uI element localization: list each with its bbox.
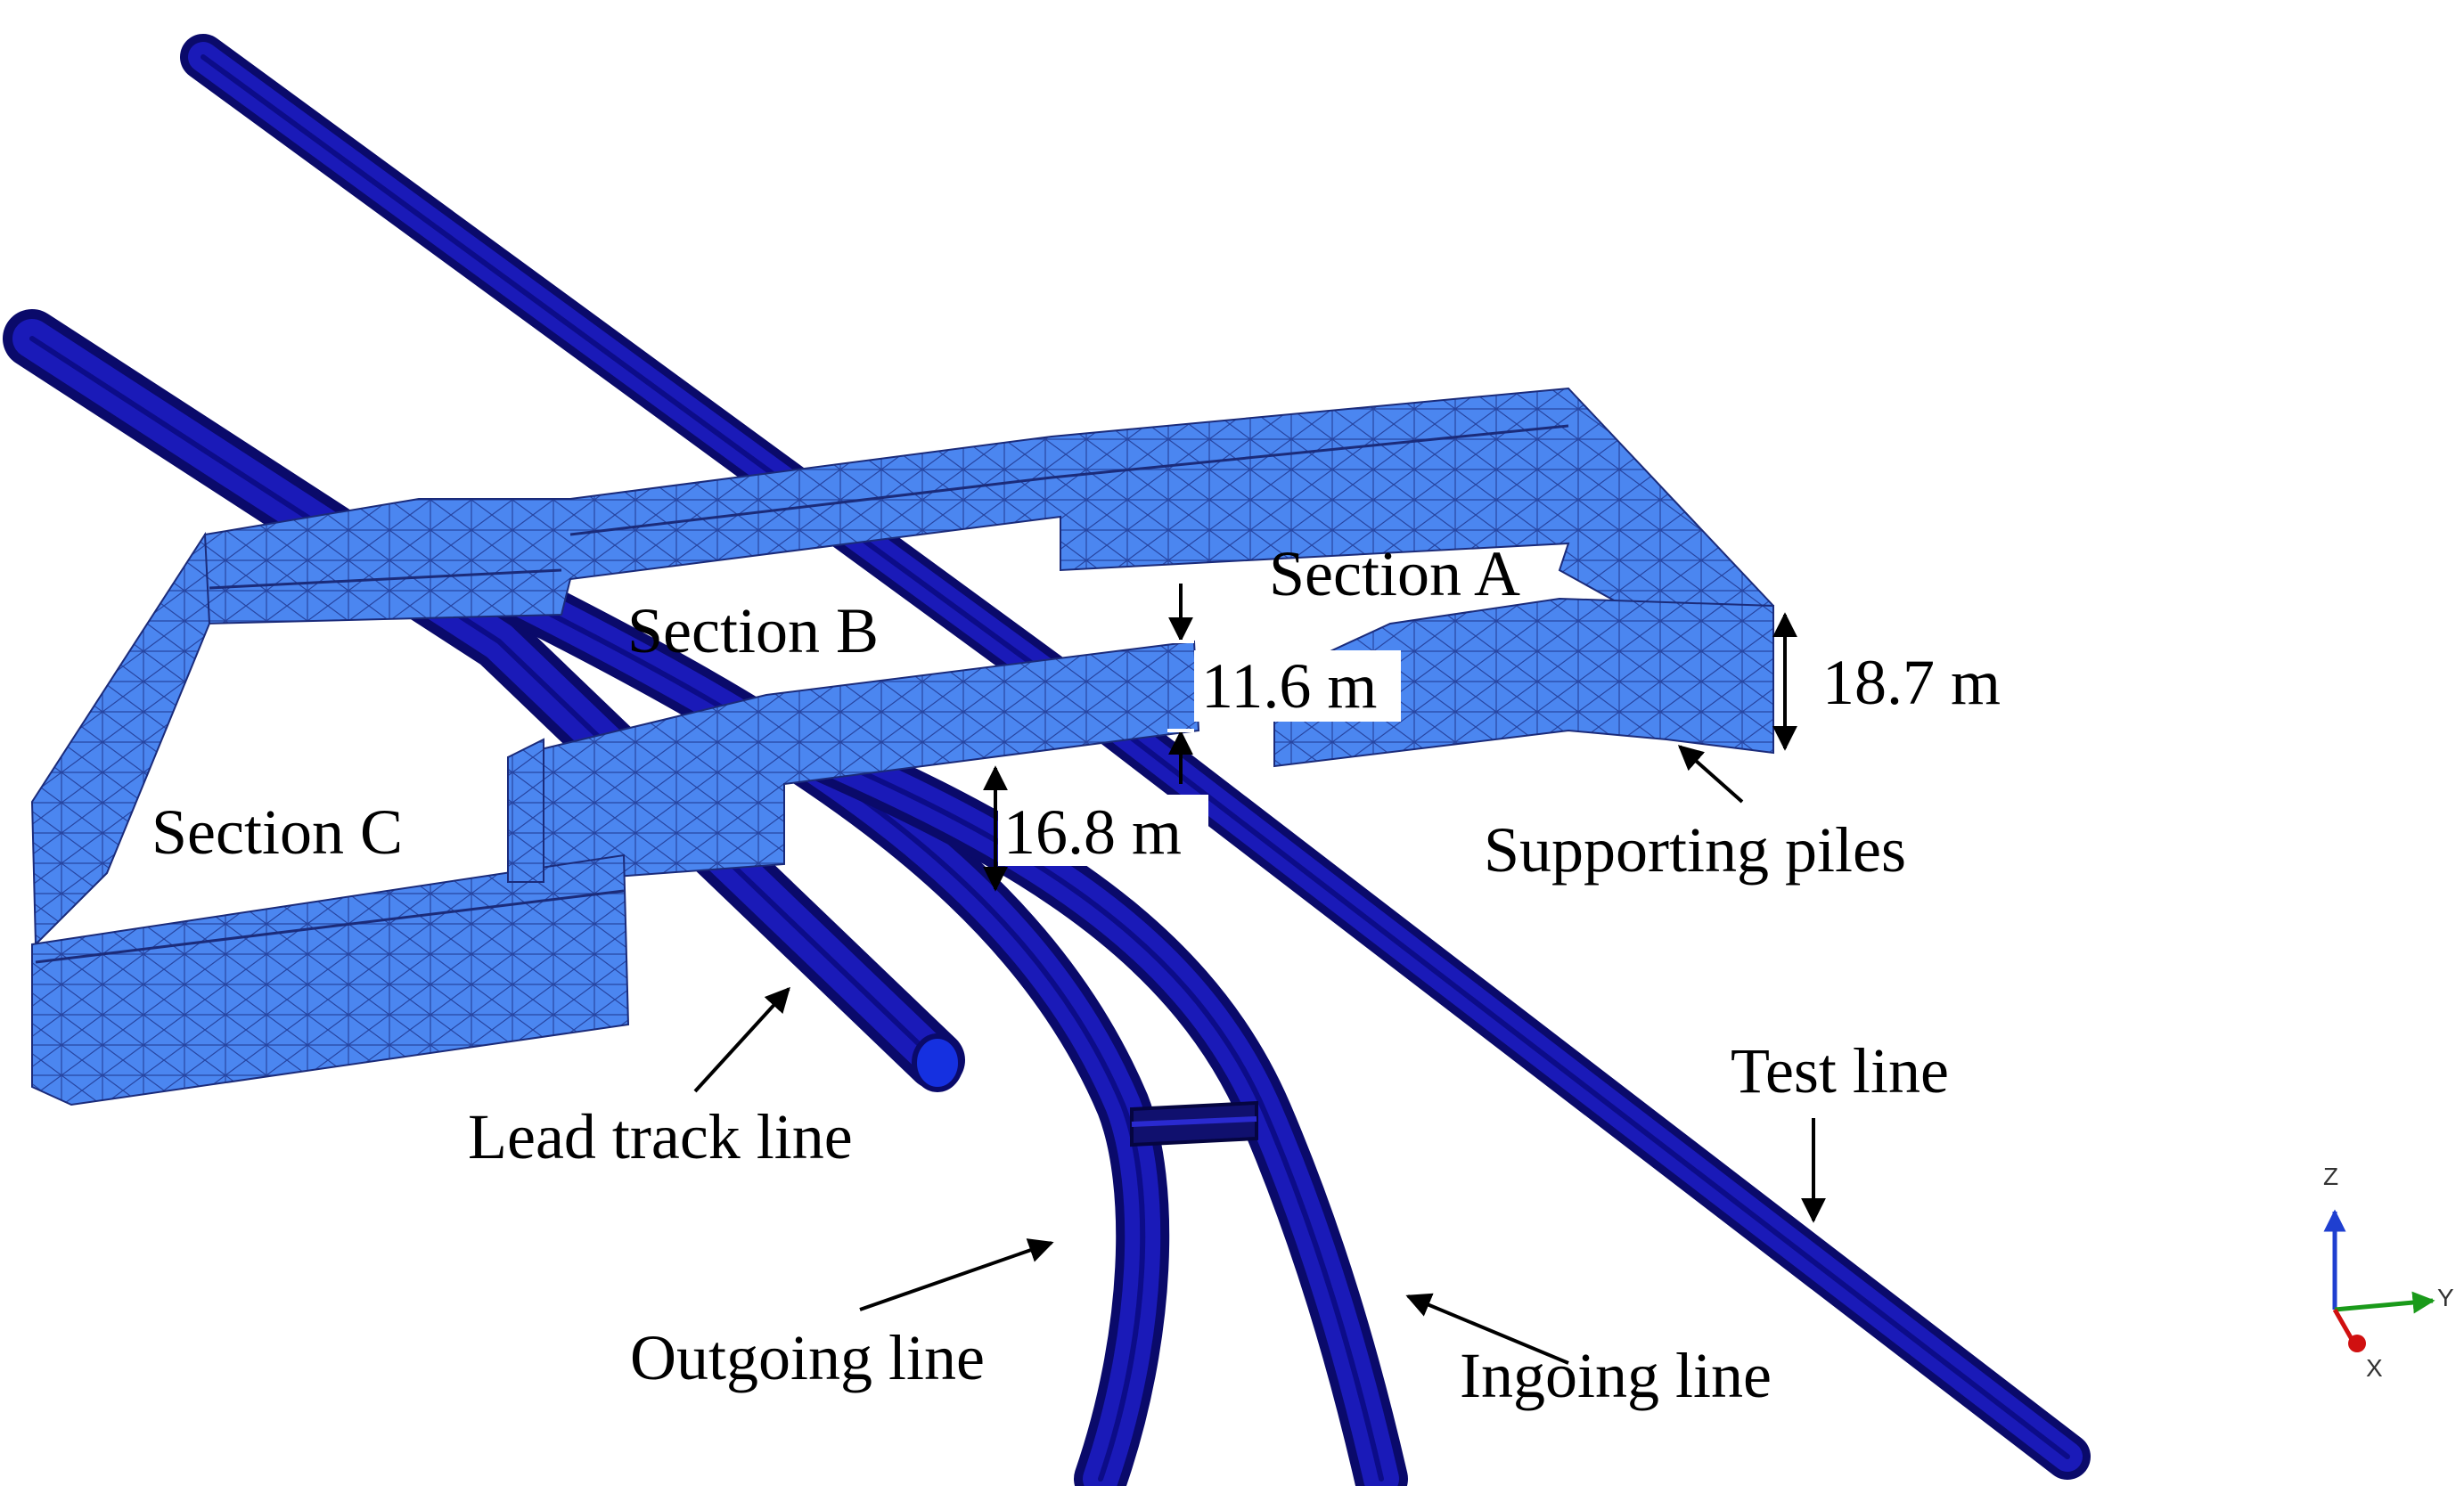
section-c-inner-wall bbox=[507, 738, 544, 883]
y-axis bbox=[2334, 1291, 2435, 1314]
axis-triad: Z Y X bbox=[2323, 1163, 2454, 1382]
supporting-piles-label: Supporting piles bbox=[1484, 814, 1906, 886]
outgoing-line-label: Outgoing line bbox=[630, 1322, 985, 1393]
ingoing-line-arrow bbox=[1405, 1293, 1569, 1365]
y-axis-label: Y bbox=[2437, 1284, 2454, 1311]
supporting-piles-arrow bbox=[1677, 745, 1744, 804]
lead-track-tunnel bbox=[3, 309, 965, 1092]
section-b-label: Section B bbox=[627, 595, 879, 666]
dim-11-6-label: 11.6 m bbox=[1201, 650, 1377, 722]
ingoing-line-tunnel bbox=[740, 704, 1408, 1486]
z-axis-label: Z bbox=[2323, 1163, 2338, 1190]
section-c-front-wall bbox=[31, 853, 630, 1106]
section-c-left-wall bbox=[30, 531, 211, 947]
x-axis-label: X bbox=[2366, 1354, 2383, 1382]
dim-18-7-label: 18.7 m bbox=[1822, 647, 2001, 718]
outgoing-line-arrow bbox=[859, 1238, 1054, 1311]
section-ab-back-wall bbox=[204, 387, 1774, 679]
lead-track-tunnel-end bbox=[912, 1033, 963, 1092]
x-axis bbox=[2332, 1308, 2355, 1343]
section-c-label: Section C bbox=[151, 796, 403, 868]
ingoing-line-label: Ingoing line bbox=[1460, 1340, 1772, 1411]
lead-track-line-label: Lead track line bbox=[468, 1101, 853, 1172]
cross-passage bbox=[1130, 1100, 1258, 1147]
excavation-structure bbox=[30, 387, 1774, 1106]
dim-11-6-arrows bbox=[1167, 584, 1194, 784]
test-line-label: Test line bbox=[1731, 1035, 1949, 1106]
dim-16-8-label: 16.8 m bbox=[1003, 796, 1182, 868]
outgoing-line-tunnel bbox=[472, 561, 1170, 1486]
lead-track-arrow bbox=[693, 986, 790, 1093]
section-a-label: Section A bbox=[1269, 538, 1520, 609]
